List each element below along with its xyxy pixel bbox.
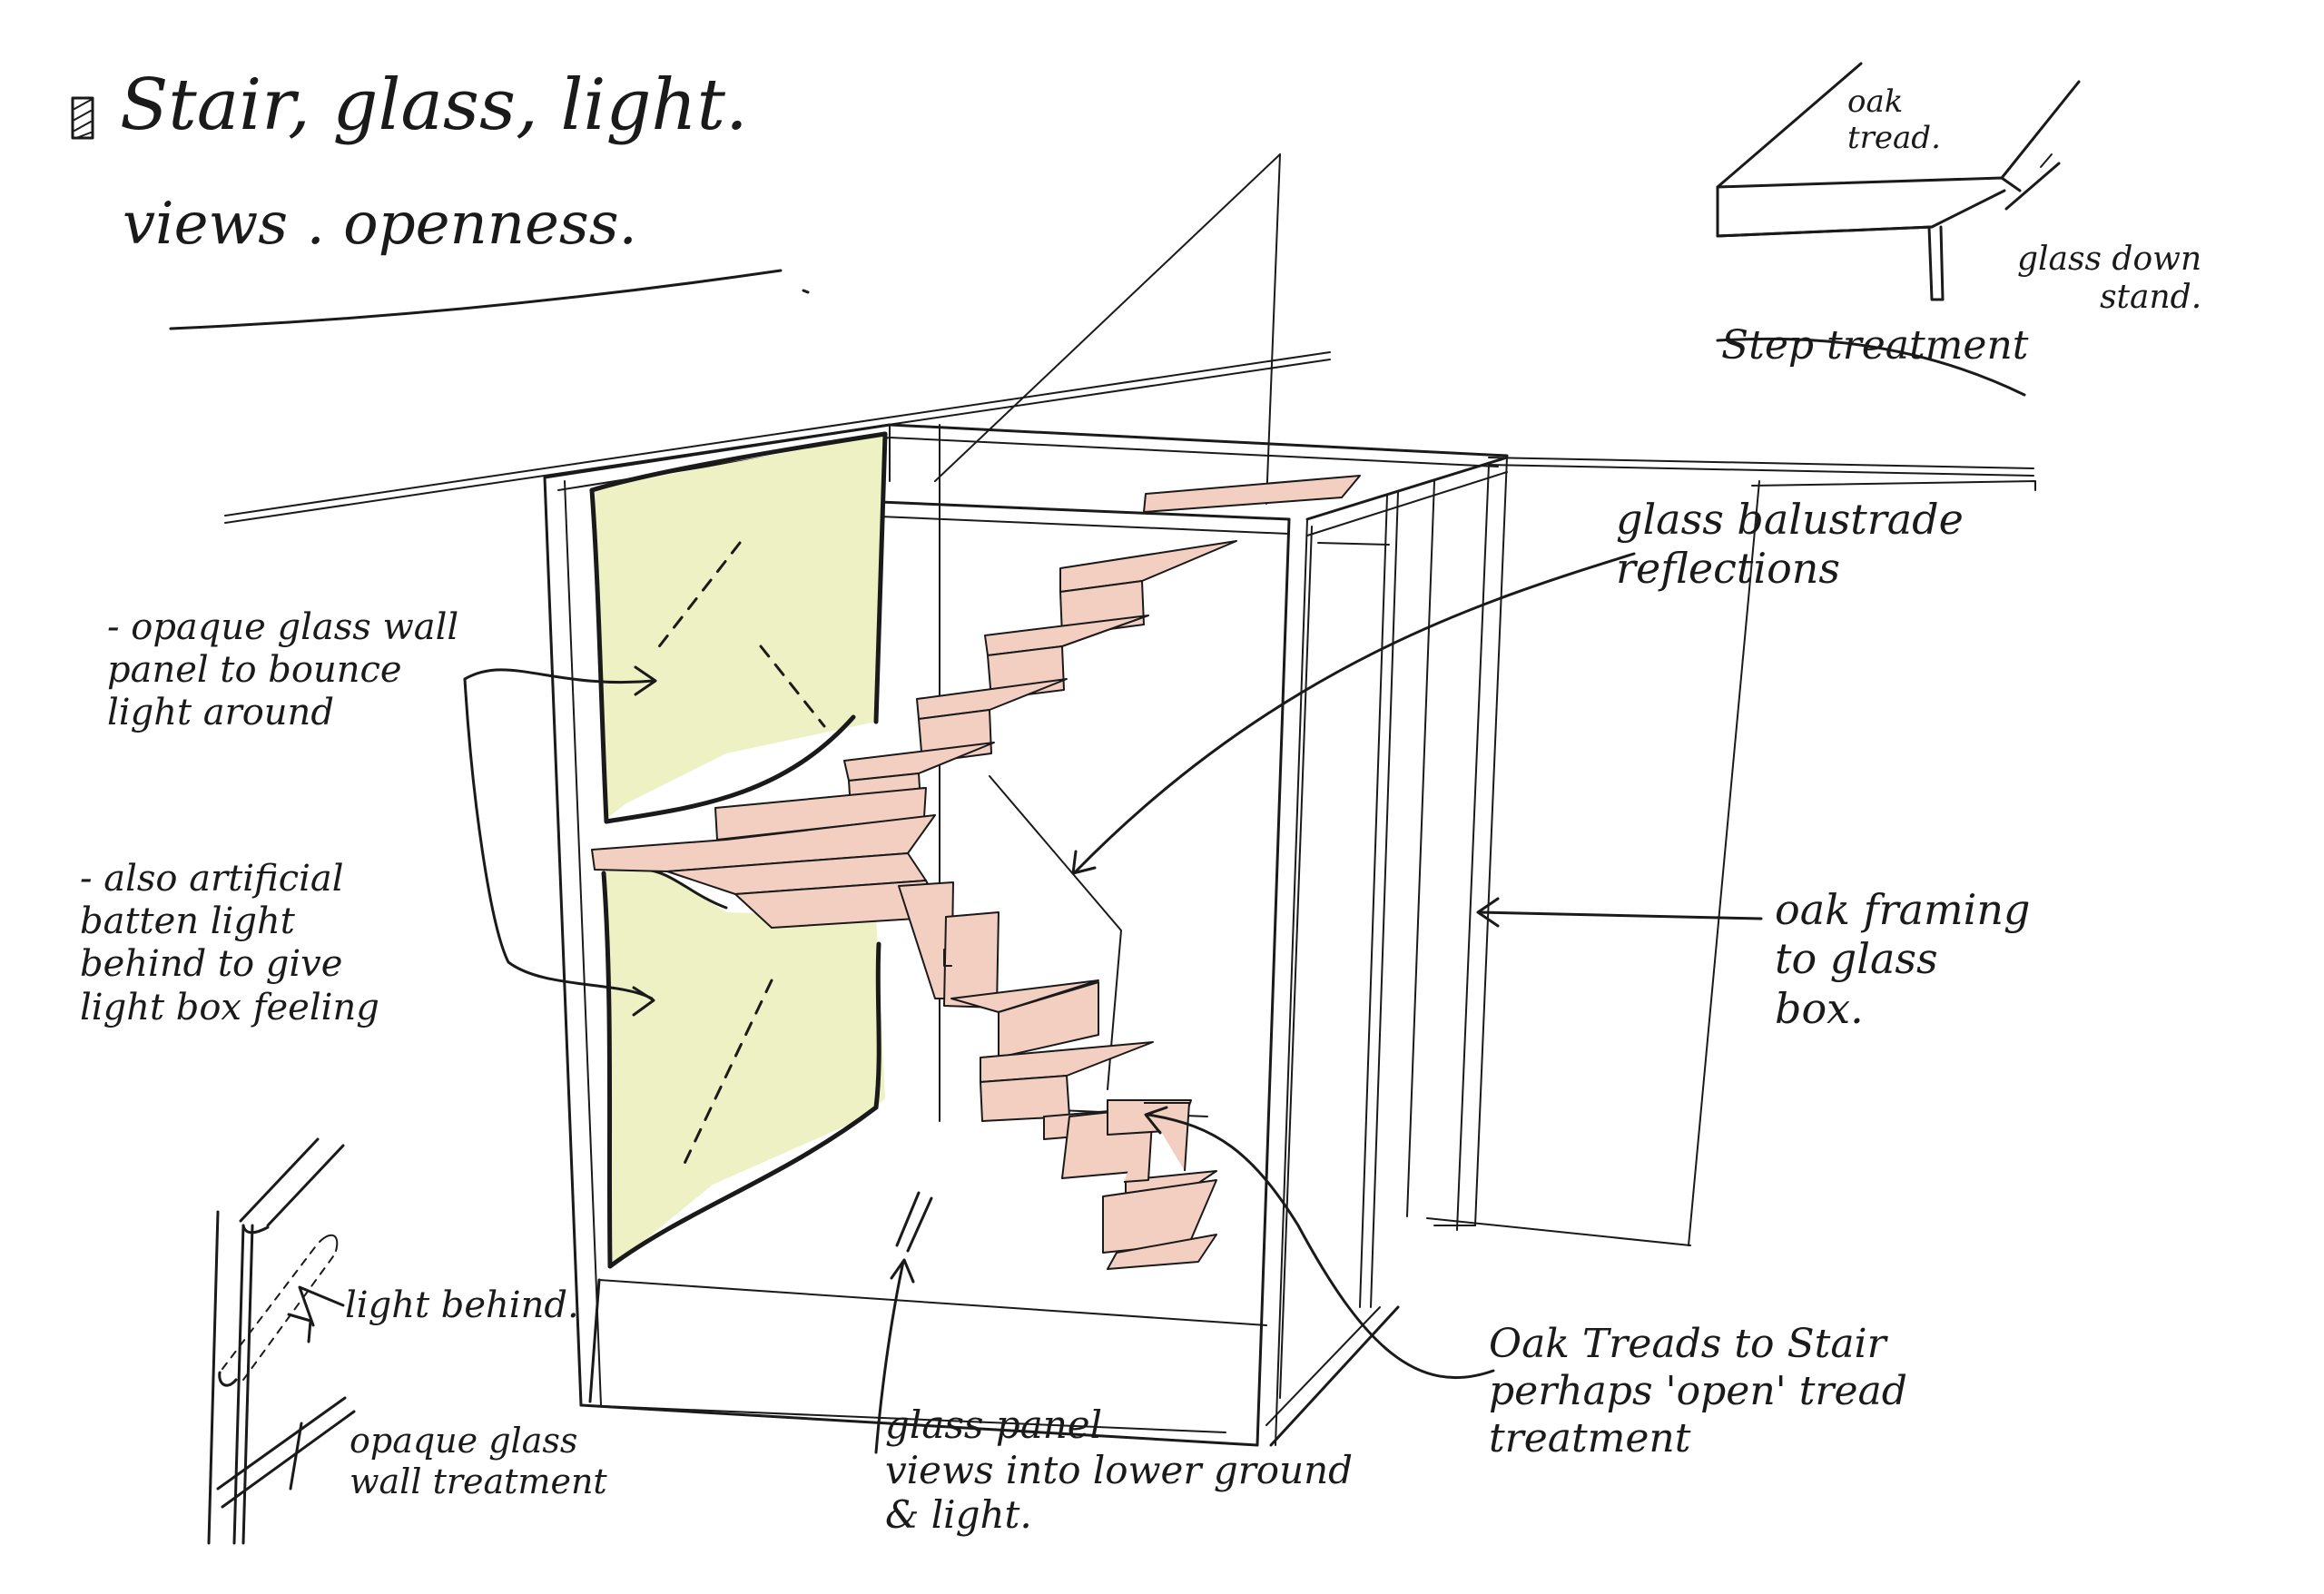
section-mark-icon [895, 1191, 933, 1253]
oak-stair [591, 475, 1361, 1270]
title-line-1: Stair, glass, light. [120, 64, 748, 146]
wall-light-detail [207, 1137, 356, 1545]
balustrade-note: glass balustrade reflections [1616, 495, 1964, 594]
oak-treads-note: Oak Treads to Stair perhaps 'open' tread… [1489, 1321, 1907, 1461]
title-underline [169, 269, 783, 330]
glass-box-frame [543, 423, 1509, 1447]
oak-framing-note: oak framing to glass box. [1775, 885, 2031, 1033]
oak-tread-label: oak tread. [1847, 84, 1941, 157]
step-treatment-detail [1716, 62, 2081, 397]
arrow-icon [298, 552, 1763, 1454]
title-line-2: views . openness. [123, 191, 637, 258]
glass-downstand-label: glass down stand. [2017, 241, 2202, 317]
artificial-light-note: - also artificial batten light behind to… [80, 858, 379, 1028]
wall-treatment-label: opaque glass wall treatment [350, 1421, 607, 1501]
light-behind-label: light behind. [345, 1284, 579, 1326]
opaque-wall-note: - opaque glass wall panel to bounce ligh… [107, 606, 459, 734]
glass-balustrade [934, 153, 1281, 1090]
step-treatment-caption: Step treatment [1721, 322, 2029, 369]
hatched-square-icon [71, 96, 94, 140]
opaque-glass-wall-panel [589, 431, 888, 1269]
glass-panel-note: glass panel views into lower ground & li… [885, 1402, 1354, 1538]
